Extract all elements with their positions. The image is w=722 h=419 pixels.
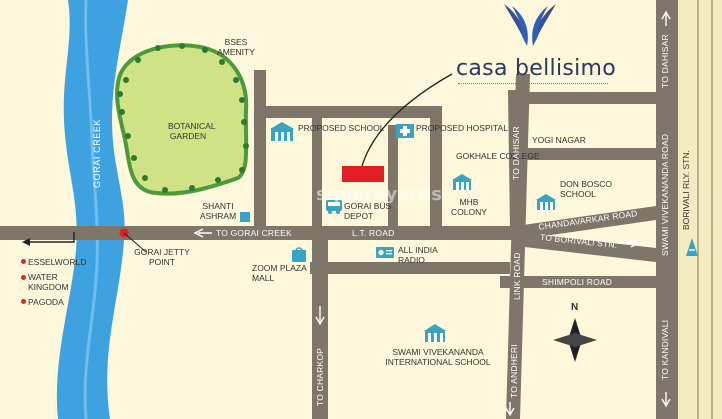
ashram-icon xyxy=(240,212,250,222)
swami-school-label: SWAMI VIVEKANANDA INTERNATIONAL SCHOOL xyxy=(385,347,491,367)
school-icon xyxy=(270,122,294,141)
west-point-dot xyxy=(21,275,26,280)
road-swami-vivekananda xyxy=(656,0,678,419)
to-dahisar-rail-label: TO DAHISAR xyxy=(660,34,670,88)
bus-icon xyxy=(326,200,342,214)
road-seg xyxy=(430,118,442,230)
mhb-colony-label: MHB COLONY xyxy=(451,197,487,217)
water-kingdom-label: WATER KINGDOM xyxy=(28,272,69,292)
link-road-label: LINK ROAD xyxy=(512,252,522,300)
gorai-creek-river xyxy=(56,0,128,419)
don-bosco-label: DON BOSCO SCHOOL xyxy=(560,179,612,199)
gorai-creek-label: GORAI CREEK xyxy=(92,118,102,188)
road-seg xyxy=(254,70,266,230)
road-link xyxy=(506,74,530,419)
radio-icon xyxy=(376,247,394,258)
road-shimpoli xyxy=(500,276,656,288)
proposed-hospital-label: PROPOSED HOSPITAL xyxy=(416,123,508,133)
gorai-jetty-label: GORAI JETTY POINT xyxy=(134,247,190,267)
to-gorai-creek-road-label: TO GORAI CREEK xyxy=(216,228,292,238)
road-to-charkop xyxy=(312,240,328,419)
pagoda-label: PAGODA xyxy=(28,297,64,307)
brand-logo-text: casa bellisimo xyxy=(456,56,617,81)
gorai-bus-depot-label: GORAI BUS DEPOT xyxy=(344,201,392,221)
borivali-station-label: BORIVALI RLY. STN. xyxy=(681,150,691,230)
road-seg xyxy=(524,92,656,104)
lt-road-label: L.T. ROAD xyxy=(352,228,395,238)
road-seg xyxy=(388,125,398,230)
all-india-radio-label: ALL INDIA RADIO xyxy=(398,245,438,265)
swami-vivekananda-road-label: SWAMI VIVEKANANDA ROAD xyxy=(660,133,670,256)
road-seg xyxy=(312,118,322,230)
zoom-plaza-mall-label: ZOOM PLAZA MALL xyxy=(252,263,307,283)
gokhale-college-label: GOKHALE COLLEGE xyxy=(456,151,540,161)
compass-north-label: N xyxy=(571,302,579,313)
road-seg xyxy=(266,106,442,118)
yogi-nagar-label: YOGI NAGAR xyxy=(532,135,586,145)
to-dahisar-road-label: TO DAHISAR xyxy=(511,126,521,180)
watermark: squareyards xyxy=(316,184,442,205)
project-location-marker xyxy=(342,166,384,182)
don-bosco-icon xyxy=(536,194,556,210)
road-seg xyxy=(310,262,510,274)
proposed-school-label: PROPOSED SCHOOL xyxy=(298,123,385,133)
shanti-ashram-label: SHANTI ASHRAM xyxy=(199,201,237,221)
to-kandivali-road-label: TO KANDIVALI xyxy=(660,319,670,380)
west-point-dot xyxy=(21,259,26,264)
shimpoli-road-label: SHIMPOLI ROAD xyxy=(542,277,613,287)
swami-school-icon xyxy=(424,324,446,342)
west-point-dot xyxy=(21,299,26,304)
hospital-icon xyxy=(396,124,414,138)
esselworld-label: ESSELWORLD xyxy=(28,257,87,267)
road-to-dahisar xyxy=(508,90,524,230)
bses-amenity-label: BSES AMENITY xyxy=(217,37,255,57)
railway-station-icon xyxy=(686,238,698,256)
road-seg xyxy=(524,148,656,160)
mall-icon xyxy=(292,247,306,262)
road-to-borivali xyxy=(516,232,656,262)
botanical-garden-area xyxy=(115,43,249,196)
college-icon xyxy=(452,174,472,190)
to-andheri-road-label: TO ANDHERI xyxy=(509,344,519,398)
road-chandavarkar xyxy=(516,206,656,240)
botanical-garden-label: BOTANICAL GARDEN xyxy=(168,121,216,141)
railway-band xyxy=(678,0,722,419)
brand-underline xyxy=(458,83,608,87)
to-charkop-road-label: TO CHARKOP xyxy=(315,347,325,406)
road-lt-road xyxy=(0,226,520,240)
